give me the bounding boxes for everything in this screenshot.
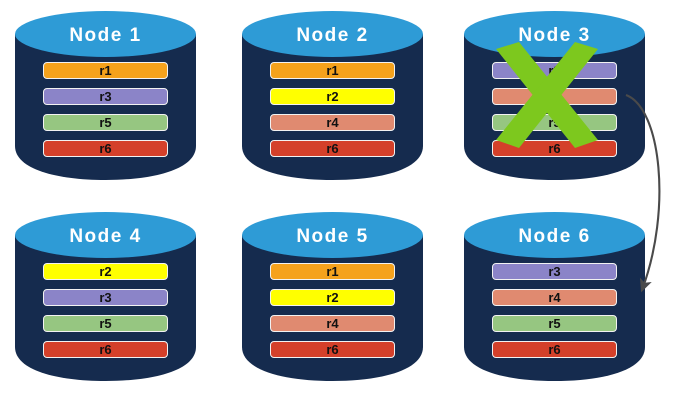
replica-bar-r6[interactable]: r6 (43, 140, 168, 157)
replica-bar-r6[interactable]: r6 (270, 140, 395, 157)
replica-list: r3 r4 r5 r6 (492, 62, 617, 157)
replica-bar-r6[interactable]: r6 (270, 341, 395, 358)
replica-bar-r1[interactable]: r1 (43, 62, 168, 79)
cylinder-top-disc (464, 212, 645, 258)
replica-bar-r4[interactable]: r4 (270, 315, 395, 332)
replica-bar-r3[interactable]: r3 (492, 62, 617, 79)
replica-bar-r2[interactable]: r2 (270, 289, 395, 306)
replica-bar-r1[interactable]: r1 (270, 62, 395, 79)
replica-bar-r3[interactable]: r3 (492, 263, 617, 280)
replica-bar-r6[interactable]: r6 (492, 140, 617, 157)
replica-bar-r3[interactable]: r3 (43, 88, 168, 105)
replica-bar-r5[interactable]: r5 (43, 315, 168, 332)
cylinder-top-disc (464, 11, 645, 57)
replica-bar-r5[interactable]: r5 (492, 114, 617, 131)
replica-bar-r1[interactable]: r1 (270, 263, 395, 280)
replica-bar-r4[interactable]: r4 (492, 289, 617, 306)
replica-bar-r4[interactable]: r4 (492, 88, 617, 105)
replica-bar-r5[interactable]: r5 (43, 114, 168, 131)
replica-list: r1 r3 r5 r6 (43, 62, 168, 157)
replica-bar-r2[interactable]: r2 (270, 88, 395, 105)
replica-bar-r6[interactable]: r6 (43, 341, 168, 358)
replica-bar-r3[interactable]: r3 (43, 289, 168, 306)
cylinder-top-disc (15, 212, 196, 258)
replica-bar-r6[interactable]: r6 (492, 341, 617, 358)
replica-list: r2 r3 r5 r6 (43, 263, 168, 358)
replica-bar-r4[interactable]: r4 (270, 114, 395, 131)
replica-list: r1 r2 r4 r6 (270, 62, 395, 157)
replica-list: r3 r4 r5 r6 (492, 263, 617, 358)
cylinder-top-disc (242, 212, 423, 258)
cylinder-top-disc (15, 11, 196, 57)
replica-bar-r5[interactable]: r5 (492, 315, 617, 332)
replica-list: r1 r2 r4 r6 (270, 263, 395, 358)
replica-bar-r2[interactable]: r2 (43, 263, 168, 280)
cylinder-top-disc (242, 11, 423, 57)
